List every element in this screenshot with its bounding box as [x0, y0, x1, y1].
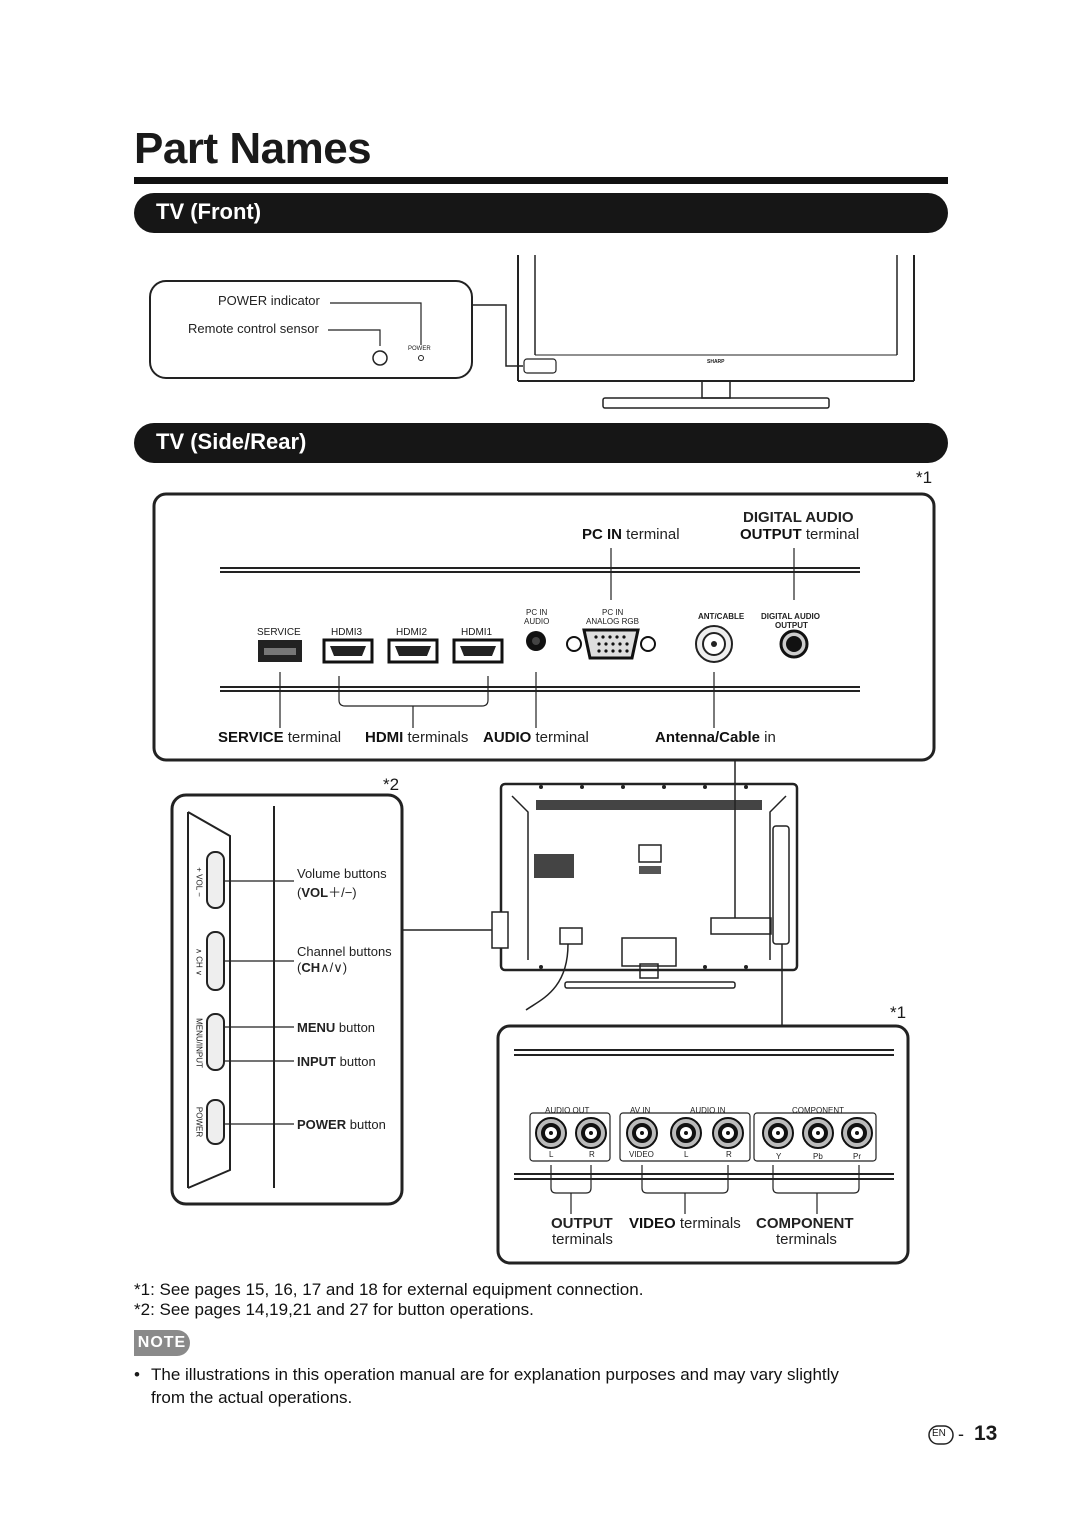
section-heading-front-text: TV (Front) [156, 199, 262, 224]
audio-in-label: AUDIO IN [690, 1106, 726, 1115]
volume-buttons-label: Volume buttons [297, 866, 387, 881]
antenna-connector-icon [695, 625, 733, 663]
av-panel-box [496, 1024, 910, 1265]
ref-star-1b: *1 [890, 1003, 907, 1022]
page-title: Part Names [134, 124, 372, 173]
port-label-hdmi1: HDMI1 [461, 627, 493, 638]
audio-terminal-label: AUDIO terminal [483, 729, 589, 746]
jack-r2: R [726, 1150, 732, 1159]
video-terminals-label: VIDEO terminals [629, 1215, 741, 1232]
section-heading-rear: TV (Side/Rear) [134, 423, 948, 463]
power-led-icon [418, 355, 424, 361]
port-label-pc-audio-1: PC IN [526, 608, 548, 617]
front-sensor-window [523, 358, 557, 374]
page-number-separator: - [958, 1424, 964, 1444]
jack-l2: L [684, 1150, 689, 1159]
note-bullet: • [134, 1365, 140, 1384]
footnote-1: *1: See pages 15, 16, 17 and 18 for exte… [134, 1280, 644, 1299]
port-label-service: SERVICE [257, 627, 301, 638]
service-terminal-label: SERVICE terminal [218, 729, 342, 746]
input-button-label: INPUT button [297, 1054, 376, 1069]
menu-input-mark: MENU/INPUT [194, 1018, 204, 1068]
tv-rear-illustration [491, 782, 799, 1011]
power-mark-label: POWER [408, 346, 431, 352]
digital-audio-output-label: OUTPUT terminal [740, 526, 860, 543]
channel-buttons-keys: (CH∧/∨) [297, 960, 348, 975]
port-label-ant: ANT/CABLE [698, 612, 745, 621]
port-label-pc-rgb-2: ANALOG RGB [586, 617, 639, 626]
sensor-leader [328, 329, 381, 346]
front-connector-line [472, 304, 523, 367]
jack-y: Y [776, 1152, 782, 1161]
antenna-cable-label: Antenna/Cable in [655, 729, 776, 746]
power-indicator-label: POWER indicator [218, 293, 320, 308]
jack-l1: L [549, 1150, 554, 1159]
volume-buttons-keys: (VOL＋/−) [297, 885, 357, 900]
power-button-label: POWER button [297, 1117, 386, 1132]
note-line-1: The illustrations in this operation manu… [151, 1365, 839, 1384]
av-in-label: AV IN [630, 1106, 651, 1115]
audio-out-label: AUDIO OUT [545, 1106, 590, 1115]
digital-audio-label: DIGITAL AUDIO [743, 509, 854, 526]
hdmi-terminals-label: HDMI terminals [365, 729, 469, 746]
front-callout-box [149, 280, 473, 379]
section-heading-rear-text: TV (Side/Rear) [156, 429, 307, 454]
section-heading-front: TV (Front) [134, 193, 948, 233]
remote-sensor-icon [372, 350, 388, 366]
side-button-icons [206, 851, 225, 1145]
ch-mark: ∧ CH ∨ [194, 948, 204, 976]
pc-in-terminal-label: PC IN terminal [582, 526, 680, 543]
note-badge: NOTE [134, 1330, 190, 1356]
brand-logo: SHARP [707, 359, 725, 365]
tv-stand-base [602, 397, 830, 409]
hdmi-port-icons [322, 638, 504, 664]
port-label-pc-rgb-1: PC IN [602, 608, 624, 617]
port-label-dig-2: OUTPUT [775, 621, 808, 630]
ref-star-1: *1 [916, 468, 933, 487]
note-line-2: from the actual operations. [151, 1388, 353, 1407]
jack-video: VIDEO [629, 1150, 654, 1159]
jack-pr: Pr [853, 1152, 861, 1161]
rear-panel-box [152, 492, 936, 762]
remote-sensor-label: Remote control sensor [188, 321, 319, 336]
output-terminals-label: OUTPUT [551, 1215, 613, 1232]
vga-port-icon [566, 628, 656, 660]
menu-button-label: MENU button [297, 1020, 376, 1035]
port-label-pc-audio-2: AUDIO [524, 617, 550, 626]
component-terminals-sub: terminals [776, 1231, 837, 1248]
page-number: 13 [974, 1422, 998, 1445]
port-label-hdmi2: HDMI2 [396, 627, 428, 638]
component-header-label: COMPONENT [792, 1106, 844, 1115]
power-side-mark: POWER [194, 1106, 204, 1138]
power-indicator-leader [330, 302, 422, 345]
port-label-hdmi3: HDMI3 [331, 627, 363, 638]
jack-pb: Pb [813, 1152, 823, 1161]
title-rule [134, 177, 948, 184]
tv-neck [701, 380, 731, 399]
port-label-dig-1: DIGITAL AUDIO [761, 612, 820, 621]
channel-buttons-label: Channel buttons [297, 944, 392, 959]
output-terminals-sub: terminals [552, 1231, 613, 1248]
lang-badge: EN [932, 1428, 946, 1439]
vol-mark: + VOL − [194, 867, 204, 897]
component-terminals-label: COMPONENT [756, 1215, 854, 1232]
footnote-2: *2: See pages 14,19,21 and 27 for button… [134, 1300, 534, 1319]
jack-r1: R [589, 1150, 595, 1159]
lang-badge-outline [928, 1425, 954, 1445]
side-panel-box [170, 793, 404, 1206]
ref-star-2: *2 [383, 775, 400, 794]
